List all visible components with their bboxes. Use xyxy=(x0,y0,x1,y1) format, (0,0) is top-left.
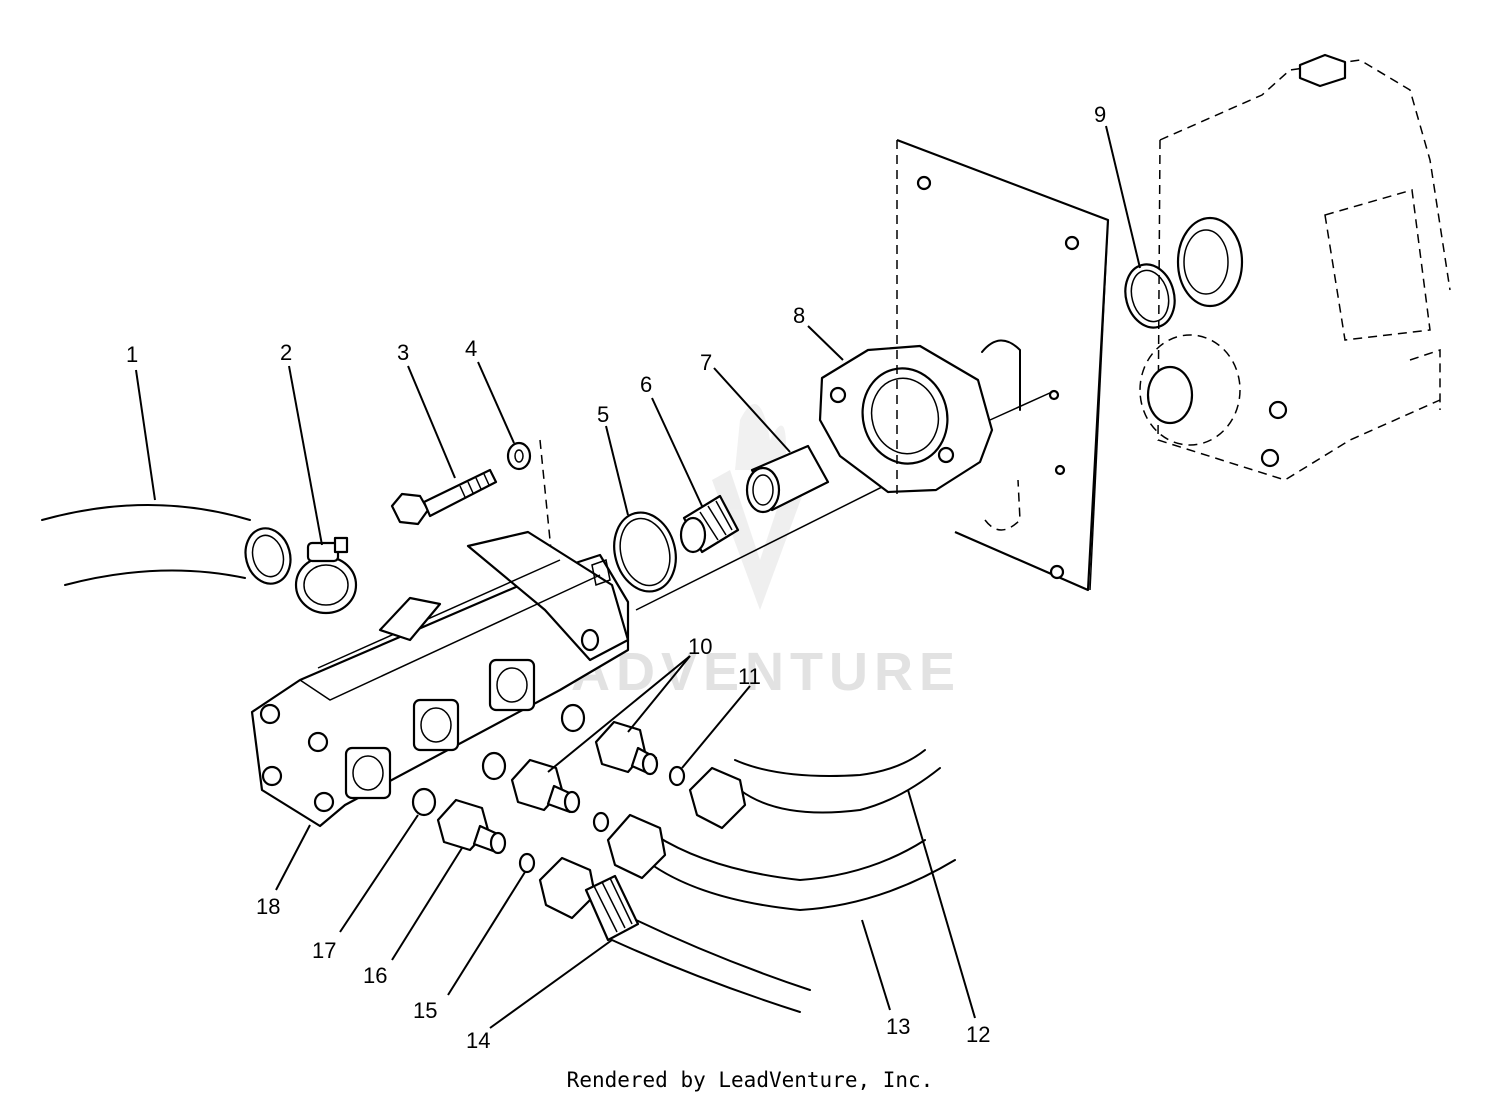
callout-5: 5 xyxy=(597,402,609,427)
callout-6: 6 xyxy=(640,372,652,397)
callout-labels: 1 2 3 4 5 6 7 8 9 10 11 12 13 14 15 16 1… xyxy=(126,102,1106,1053)
part-pipe-nut-lower xyxy=(606,813,667,880)
callout-13: 13 xyxy=(886,1014,910,1039)
part-bolt xyxy=(390,468,498,526)
part-fitting-middle xyxy=(510,758,581,814)
part-transmission xyxy=(1139,53,1451,481)
footer-credit: Rendered by LeadVenture, Inc. xyxy=(566,1068,934,1092)
part-pipe-nut-upper xyxy=(688,766,747,830)
callout-7: 7 xyxy=(700,350,712,375)
part-hose-clamp xyxy=(294,536,358,615)
part-o-ring-small xyxy=(1124,263,1176,329)
callout-16: 16 xyxy=(363,963,387,988)
callout-9: 9 xyxy=(1094,102,1106,127)
part-o-ring-11 xyxy=(668,765,686,787)
callout-12: 12 xyxy=(966,1022,990,1047)
callout-4: 4 xyxy=(465,336,477,361)
part-o-ring-large-inner xyxy=(619,517,671,587)
callout-18: 18 xyxy=(256,894,280,919)
callout-15: 15 xyxy=(413,998,437,1023)
part-o-ring-port-1 xyxy=(411,787,437,817)
callout-8: 8 xyxy=(793,303,805,328)
part-o-ring-nut-lower xyxy=(592,811,610,833)
part-fitting-lower xyxy=(436,798,507,855)
part-o-ring-small-inner xyxy=(1130,269,1170,323)
part-pipe-upper xyxy=(734,749,941,814)
part-splined-coupler xyxy=(679,494,740,554)
part-o-ring-port-3 xyxy=(560,703,586,733)
part-pipe-lower xyxy=(647,834,956,911)
alignment-line-shaft xyxy=(635,477,901,611)
callout-14: 14 xyxy=(466,1028,490,1053)
part-hose-assembly xyxy=(538,856,811,1013)
part-washer xyxy=(506,441,532,471)
part-o-ring-port-2 xyxy=(481,751,507,781)
callout-2: 2 xyxy=(280,340,292,365)
callout-10: 10 xyxy=(688,634,712,659)
part-mounting-plate xyxy=(896,138,1110,592)
leader-lines xyxy=(135,125,1141,1029)
part-sleeve xyxy=(745,444,830,514)
part-o-ring-large xyxy=(613,511,677,593)
part-adapter-flange xyxy=(818,344,994,494)
callout-3: 3 xyxy=(397,340,409,365)
part-fitting-upper xyxy=(594,720,659,776)
callout-11: 11 xyxy=(738,664,761,689)
part-hose xyxy=(41,504,292,586)
part-o-ring-15 xyxy=(518,852,536,874)
callout-17: 17 xyxy=(312,938,336,963)
callout-1: 1 xyxy=(126,342,138,367)
part-hydraulic-pump xyxy=(250,530,630,828)
